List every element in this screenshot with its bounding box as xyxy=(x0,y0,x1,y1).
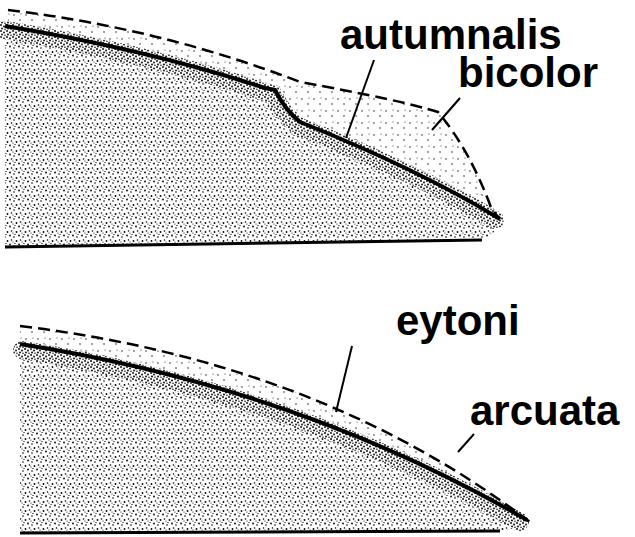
leader-line xyxy=(432,98,460,130)
leader-line xyxy=(336,346,352,412)
leader-line xyxy=(346,60,374,138)
species-label: arcuata xyxy=(470,390,619,432)
species-label: eytoni xyxy=(396,300,520,342)
species-label: autumnalis xyxy=(340,14,562,56)
leader-line xyxy=(458,434,474,452)
species-label: bicolor xyxy=(458,52,598,94)
